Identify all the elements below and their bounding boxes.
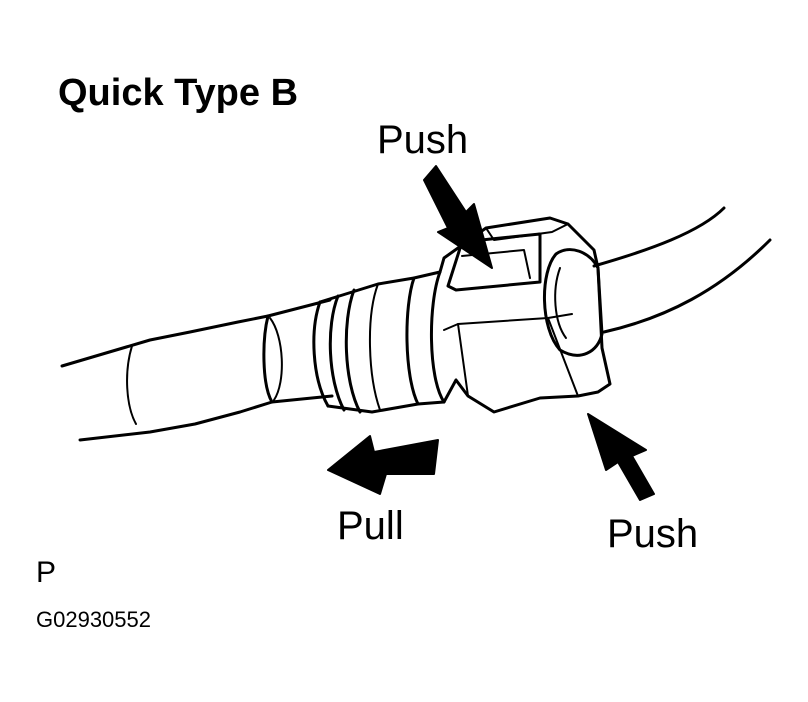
collar-top — [318, 276, 416, 304]
push-arrow-top — [423, 165, 493, 269]
ring-opening-inner — [554, 267, 567, 339]
collar-rib-1 — [312, 300, 330, 408]
ring-opening — [542, 248, 604, 357]
body-mid-edge — [457, 313, 573, 325]
connector-body — [438, 216, 612, 414]
figure-code-p: P — [36, 556, 57, 589]
right-hose-bottom — [602, 238, 772, 334]
retainer-window — [446, 232, 542, 292]
pull-arrow — [327, 435, 439, 495]
ring-2 — [405, 270, 446, 406]
body-front-edge — [443, 323, 469, 397]
collar-bottom — [326, 402, 420, 414]
push-label-bottom: Push — [607, 512, 699, 556]
collar-face — [369, 283, 381, 411]
pull-label: Pull — [337, 504, 404, 548]
inner-tube — [266, 298, 334, 404]
figure-code-id: G02930552 — [36, 607, 151, 632]
push-label-top: Push — [377, 118, 469, 162]
collar-rib-2 — [328, 294, 346, 412]
right-hose-top — [592, 206, 726, 268]
collar-rib-3 — [344, 288, 362, 414]
hose-sleeve-ridge — [126, 345, 137, 425]
hose-sleeve-edge — [262, 314, 274, 404]
tube-end — [269, 317, 283, 401]
push-arrow-bottom — [587, 413, 655, 501]
diagram-title: Quick Type B — [58, 72, 299, 114]
left-hose — [60, 314, 274, 442]
body-side-edge — [547, 317, 579, 397]
